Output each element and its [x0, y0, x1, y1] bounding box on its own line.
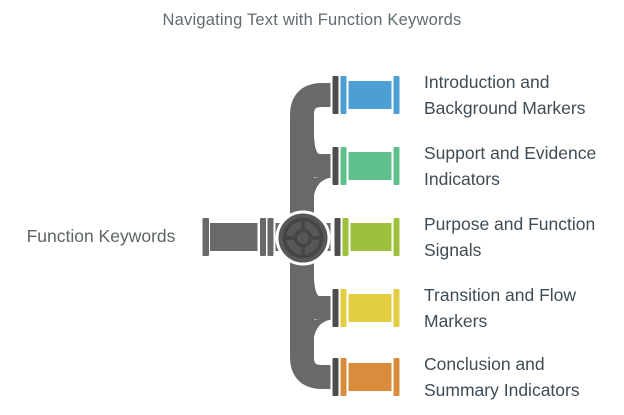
pipe-body	[210, 223, 258, 251]
root-node-label: Function Keywords	[26, 226, 176, 246]
diagram-title: Navigating Text with Function Keywords	[162, 11, 462, 29]
pipe-flange	[340, 358, 347, 396]
branch-stub-pipe	[290, 274, 331, 320]
pipe-flange-dark	[332, 289, 339, 327]
valve-handwheel-icon	[275, 210, 331, 266]
pipe-flange	[393, 76, 400, 114]
pipe-flange-dark	[332, 358, 339, 396]
branch-label-line: Transition and Flow	[424, 285, 577, 305]
branch-label-introduction-background: Introduction and Background Markers	[424, 69, 624, 121]
pipe-flange	[340, 289, 347, 327]
branch-stub-pipe	[290, 132, 331, 178]
branch-label-line: Purpose and Function	[424, 214, 596, 234]
pipe-body	[348, 81, 392, 109]
pipe-flange	[342, 218, 349, 256]
branch-label-line: Signals	[424, 240, 482, 260]
pipe-body	[350, 223, 392, 251]
branch-label-purpose-function: Purpose and Function Signals	[424, 211, 624, 263]
branch-stub-fillet	[314, 178, 329, 195]
branch-label-line: Summary Indicators	[424, 380, 580, 400]
pipe-flange	[393, 358, 400, 396]
pipe-flange	[267, 218, 274, 256]
branch-label-line: Introduction and	[424, 72, 550, 92]
branch-pipe-introduction-background	[332, 76, 400, 114]
branch-pipe-purpose-function	[334, 218, 400, 256]
branch-label-line: Background Markers	[424, 98, 586, 118]
pipe-flange	[393, 289, 400, 327]
branch-label-conclusion-summary: Conclusion and Summary Indicators	[424, 351, 624, 403]
pipe-flange	[260, 218, 266, 256]
pipe-flange-dark	[332, 76, 339, 114]
pipe-flange-dark	[334, 218, 341, 256]
pipe-flange	[340, 76, 347, 114]
branch-pipe-support-evidence	[332, 147, 400, 185]
branch-label-support-evidence: Support and Evidence Indicators	[424, 140, 624, 192]
branch-label-transition-flow: Transition and Flow Markers	[424, 282, 624, 334]
branch-stub-fillet	[314, 320, 329, 337]
pipe-body	[348, 294, 392, 322]
pipe-flange-dark	[332, 147, 339, 185]
pipe-flange	[393, 218, 400, 256]
pipe-flange	[393, 147, 400, 185]
branch-pipe-conclusion-summary	[332, 358, 400, 396]
pipe-body	[348, 152, 392, 180]
branch-pipe-transition-flow	[332, 289, 400, 327]
pipe-flange	[202, 218, 209, 256]
branch-label-line: Support and Evidence	[424, 143, 597, 163]
branch-label-line: Indicators	[424, 169, 500, 189]
branch-label-line: Conclusion and	[424, 354, 545, 374]
pipe-body	[348, 363, 392, 391]
branch-label-line: Markers	[424, 311, 488, 331]
pipe-flange	[340, 147, 347, 185]
